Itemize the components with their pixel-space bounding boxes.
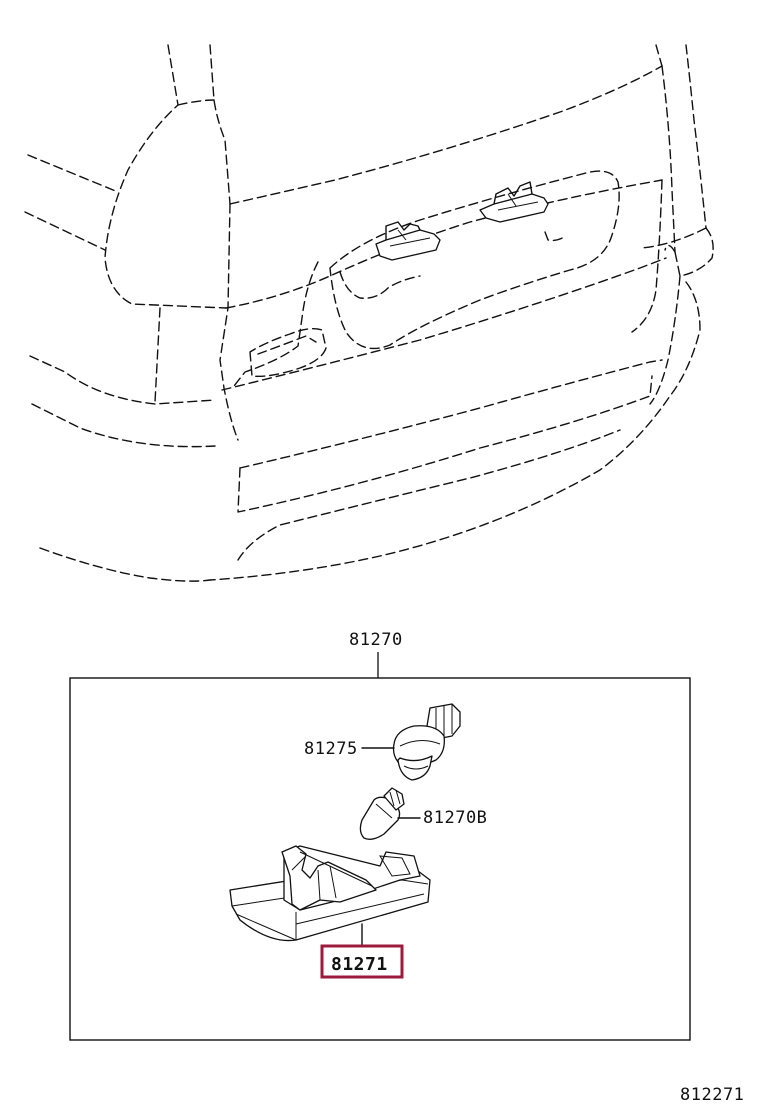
lens-label: 81271 xyxy=(331,954,388,975)
bulb-label: 81270B xyxy=(423,808,487,828)
socket-part-drawing xyxy=(392,703,461,781)
bulb-part-drawing xyxy=(359,787,405,840)
assembly-box xyxy=(69,652,691,1041)
socket-label: 81275 xyxy=(304,739,358,759)
vehicle-lamp-right xyxy=(479,181,549,223)
assembly-label: 81270 xyxy=(349,630,403,650)
vehicle-rear-outline xyxy=(24,44,714,582)
vehicle-lamp-left xyxy=(375,221,441,261)
figure-number: 812271 xyxy=(680,1085,744,1105)
lamp-housing-part-drawing xyxy=(229,845,431,942)
highlight-box xyxy=(320,944,404,979)
